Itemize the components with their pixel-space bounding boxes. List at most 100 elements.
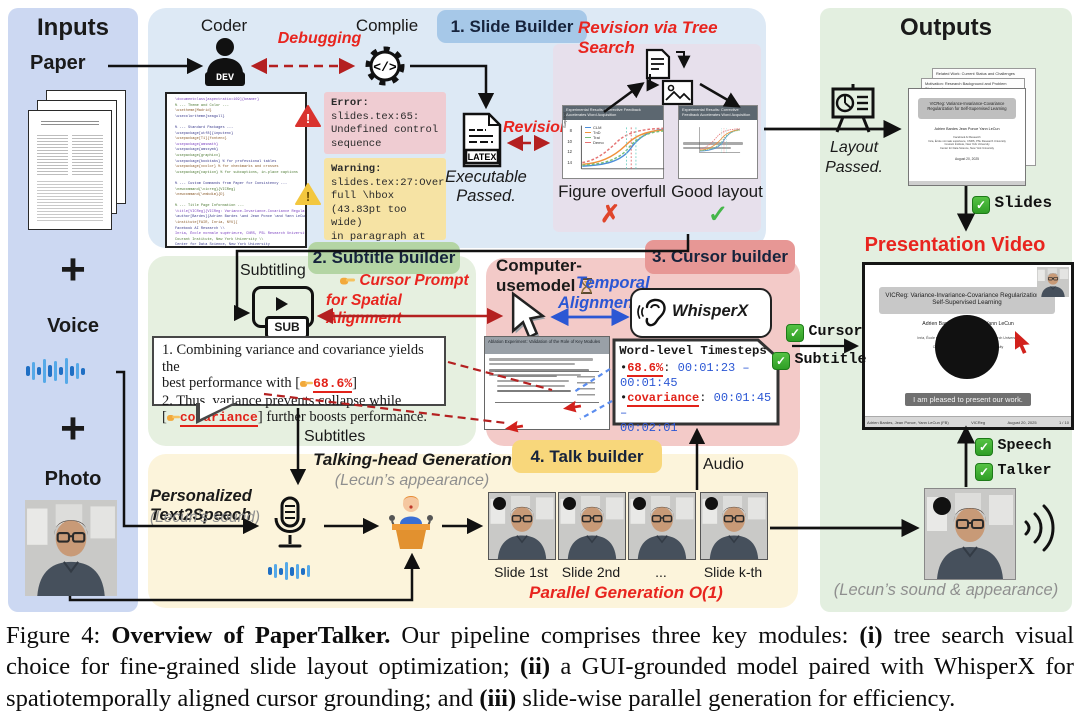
executable-passed-label: Executable Passed. bbox=[445, 168, 527, 205]
check-icon: ✓ bbox=[772, 352, 790, 370]
svg-text:!: ! bbox=[306, 111, 310, 126]
audio-label: Audio bbox=[703, 456, 744, 473]
compile-gear-icon: </> bbox=[365, 46, 405, 86]
talk-builder-badge: 4. Talk builder bbox=[512, 440, 662, 473]
bubble-line-2: best performance with [68.6%] bbox=[162, 375, 357, 393]
voice-waveform-icon bbox=[26, 352, 85, 390]
pointing-finger-icon bbox=[340, 277, 355, 285]
svg-text:LATEX: LATEX bbox=[468, 152, 497, 162]
slide-2nd-label: Slide 2nd bbox=[561, 564, 621, 580]
error-title: Error: bbox=[331, 97, 369, 109]
plus-icon: + bbox=[60, 404, 86, 453]
presentation-video-player: VICReg: Variance-Invariance-Covariance R… bbox=[862, 262, 1074, 430]
player-footer-bar: Adrien Bardes, Jean Ponce, Yann LeCun (F… bbox=[865, 416, 1071, 427]
stack-slide-title: VICReg: Variance-Invariance-Covariance R… bbox=[918, 98, 1016, 119]
ablation-slide-thumb: Ablation Experiment: Validation of the R… bbox=[484, 336, 610, 430]
lecun-talker-video bbox=[924, 488, 1016, 580]
computer-use-model-label-1: Computer- bbox=[496, 256, 582, 275]
latex-code-listing: \documentclass[aspectratio=169]{beamer}%… bbox=[165, 92, 307, 248]
timesteps-entries: •68.6%: 00:01:23 – 00:01:45 •covariance:… bbox=[620, 361, 772, 435]
talking-head-label: Talking-head Generation bbox=[313, 450, 512, 469]
document-icon bbox=[645, 48, 671, 80]
slide-thumb-title: Experimental Results: Corrective Feedbac… bbox=[679, 106, 757, 120]
lecun-photo bbox=[25, 500, 117, 596]
subtitling-label: Subtitling bbox=[240, 262, 306, 279]
talk-video-thumb bbox=[700, 492, 768, 560]
sound-waves-icon bbox=[1024, 504, 1055, 552]
slide-ellipsis-label: ... bbox=[655, 564, 667, 580]
ear-icon bbox=[637, 298, 666, 327]
parallel-generation-label: Parallel Generation O(1) bbox=[529, 583, 723, 602]
dev-tag: DEV bbox=[205, 72, 245, 86]
presentation-board-icon bbox=[831, 84, 875, 133]
sub-video-icon: SUB bbox=[252, 286, 314, 342]
inputs-title: Inputs bbox=[37, 14, 109, 41]
play-button-icon bbox=[933, 497, 951, 515]
whisperx-box: WhisperX bbox=[630, 288, 772, 338]
warning-title: Warning: bbox=[331, 163, 382, 175]
revision-label: Revision bbox=[503, 119, 570, 136]
word-level-timesteps-box: Word-level Timesteps •68.6%: 00:01:23 – … bbox=[612, 338, 780, 435]
plus-icon: + bbox=[60, 245, 86, 294]
figure-caption: Figure 4: Overview of PaperTalker. Our p… bbox=[6, 622, 1075, 712]
chart-legend: CLM TnD Trai Demo bbox=[585, 125, 604, 145]
svg-text:!: ! bbox=[306, 189, 310, 204]
figure-overfull-label: Figure overfull bbox=[558, 182, 666, 201]
cursor-prompt-label: Cursor Prompt bbox=[340, 272, 480, 290]
outputs-title: Outputs bbox=[900, 14, 992, 41]
svg-text:</>: </> bbox=[373, 60, 397, 75]
slide-kth-label: Slide k-th bbox=[703, 564, 763, 580]
check-icon: ✓ bbox=[972, 196, 990, 214]
slide-1st-label: Slide 1st bbox=[494, 564, 548, 580]
play-button-icon bbox=[935, 315, 999, 379]
revision-tree-label: Revision via Tree Search bbox=[578, 18, 718, 57]
speaker-podium-icon bbox=[389, 496, 433, 549]
sound-label: (Lecun’s sound) bbox=[150, 509, 261, 526]
talker-output-badge: ✓ Talker bbox=[975, 461, 1051, 481]
paper-page-front bbox=[28, 110, 112, 230]
talk-video-thumb bbox=[558, 492, 626, 560]
timesteps-title: Word-level Timesteps bbox=[619, 344, 767, 358]
red-cursor-icon bbox=[1015, 331, 1030, 354]
good-layout-label: Good layout bbox=[671, 182, 763, 201]
figure-overfull-thumb: Experimental Results: Corrective Feedbac… bbox=[562, 105, 664, 179]
subtitle-speech-bubble: 1. Combining variance and covariance yie… bbox=[152, 336, 446, 427]
voice-label: Voice bbox=[47, 315, 99, 337]
cursor-builder-badge: 3. Cursor builder bbox=[645, 240, 795, 274]
microphone-icon bbox=[274, 496, 306, 548]
subtitles-label: Subtitles bbox=[304, 428, 366, 445]
latex-file-icon: LATEX bbox=[462, 112, 502, 168]
cursor-arrow-icon bbox=[511, 291, 546, 340]
alignment-label: Alignment bbox=[558, 294, 639, 312]
ablation-slide-title: Ablation Experiment: Validation of the R… bbox=[485, 337, 609, 354]
slide-thumb-title: Experimental Results: Corrective Feedbac… bbox=[563, 106, 663, 120]
talk-video-thumb bbox=[628, 492, 696, 560]
stack-slide-front: VICReg: Variance-Invariance-Covariance R… bbox=[908, 88, 1026, 186]
compile-label: Complie bbox=[355, 16, 419, 35]
speech-output-badge: ✓ Speech bbox=[975, 436, 1051, 456]
error-icon: ! bbox=[295, 105, 321, 127]
image-icon bbox=[661, 79, 694, 106]
spatial-alignment-label: for Spatial Alignment bbox=[326, 292, 402, 327]
talk-video-thumb bbox=[488, 492, 556, 560]
slide-builder-badge: 1. Slide Builder bbox=[437, 10, 587, 43]
stack-slide-authors: Adrien Bardes Jean Ponce Yann LeCun bbox=[934, 127, 1000, 131]
bubble-line-1: 1. Combining variance and covariance yie… bbox=[162, 342, 424, 375]
webcam-thumbnail bbox=[1037, 267, 1069, 297]
presentation-video-title: Presentation Video bbox=[864, 234, 1046, 256]
coder-label: Coder bbox=[200, 16, 248, 35]
player-slide-title: VICReg: Variance-Invariance-Covariance R… bbox=[879, 287, 1055, 314]
paper-label: Paper bbox=[30, 52, 86, 74]
photo-label: Photo bbox=[44, 468, 102, 490]
appearance-label: (Lecun’s appearance) bbox=[334, 472, 490, 489]
warning-icon: ! bbox=[295, 183, 321, 205]
stack-slide-date: August 20, 2025 bbox=[954, 157, 979, 161]
check-icon: ✓ bbox=[975, 463, 993, 481]
